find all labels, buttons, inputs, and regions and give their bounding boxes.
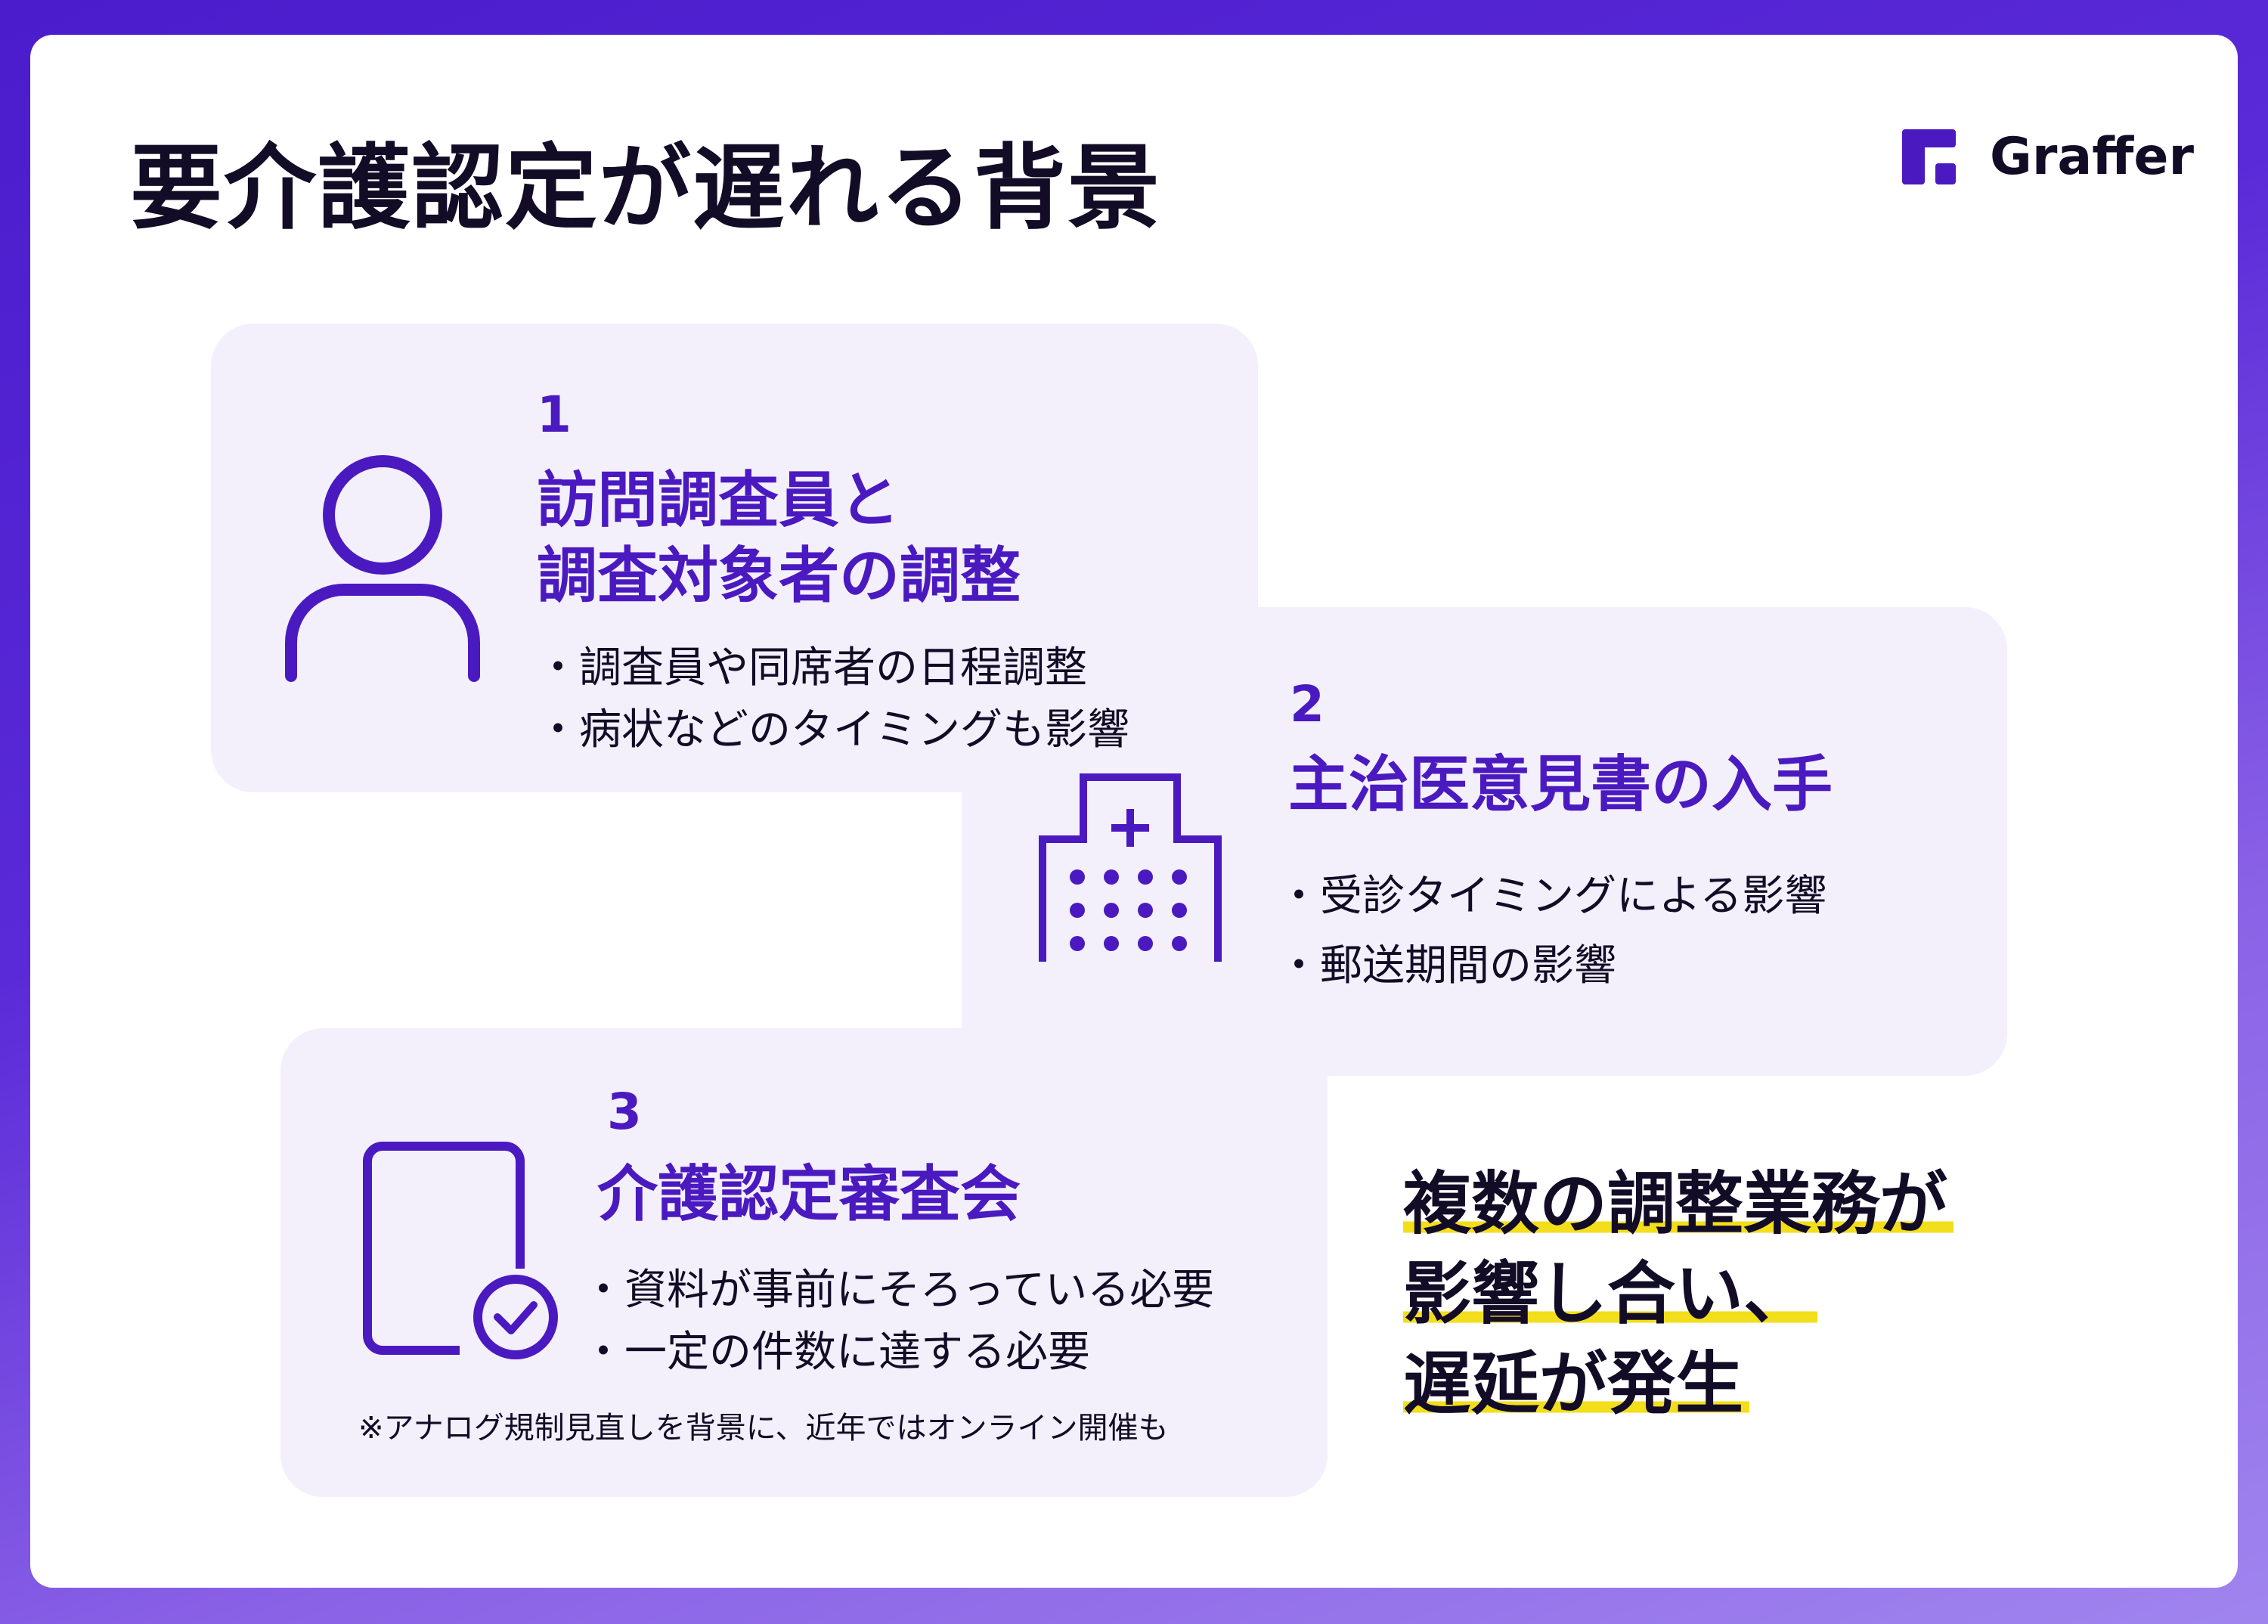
item-3-bullet-1: ・資料が事前にそろっている必要 [582, 1266, 1215, 1315]
item-1-number: 1 [537, 386, 572, 444]
item-1-heading-line-2: 調査対象者の調整 [537, 541, 1021, 611]
conclusion-line-1: 複数の調整業務が [1403, 1163, 1954, 1246]
conclusion-text-1: 複数の調整業務が [1403, 1164, 1954, 1244]
page-title: 要介護認定が遅れる背景 [130, 135, 1161, 242]
item-1-bullet-1: ・調査員や同席者の日程調整 [537, 643, 1087, 693]
conclusion-line-3: 遅延が発生 [1403, 1343, 1749, 1426]
item-2-bullet-1: ・受診タイミングによる影響 [1278, 872, 1827, 921]
person-icon [285, 455, 480, 682]
item-2-number: 2 [1290, 675, 1325, 733]
item-3-heading: 介護認定審査会 [597, 1159, 1021, 1229]
item-3-bullet-2: ・一定の件数に達する必要 [582, 1328, 1090, 1377]
graffer-logo-icon [1902, 129, 1956, 184]
item-1-bullet-2: ・病状などのタイミングも影響 [537, 705, 1129, 755]
item-1-heading-line-1: 訪問調査員と [537, 465, 900, 535]
logo-text: Graffer [1990, 127, 2194, 187]
graffer-logo: Graffer [1902, 127, 2194, 187]
item-3-note: ※アナログ規制見直しを背景に、近年ではオンライン開催も [358, 1411, 1169, 1446]
conclusion-text-2: 影響し合い、 [1403, 1254, 1817, 1334]
item-2-bullet-2: ・郵送期間の影響 [1278, 941, 1616, 990]
document-check-icon [363, 1142, 558, 1359]
item-3-number: 3 [607, 1083, 642, 1141]
conclusion-line-2: 影響し合い、 [1403, 1253, 1817, 1336]
hospital-icon [1039, 773, 1222, 962]
item-3-box [280, 1028, 1328, 1497]
conclusion-text-3: 遅延が発生 [1403, 1344, 1749, 1424]
item-2-box [962, 607, 2007, 1076]
item-2-heading: 主治医意見書の入手 [1288, 749, 1833, 820]
